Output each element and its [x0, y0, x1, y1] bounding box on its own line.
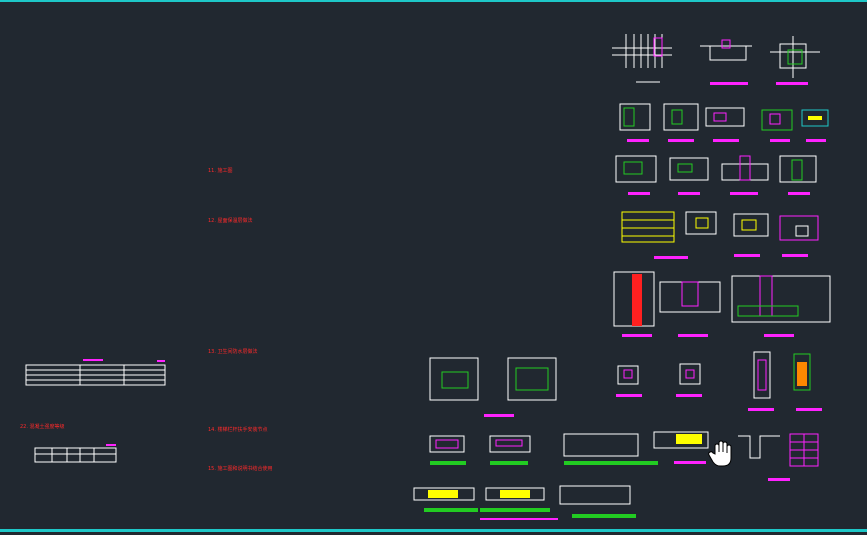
- hand-pan-icon: [708, 440, 732, 467]
- viewport-bottom-border: [0, 529, 867, 532]
- note-item: 11. 施工图: [208, 168, 233, 174]
- schedule-table-2: [34, 444, 117, 463]
- note-item: 22. 混凝土强度等级: [20, 424, 65, 430]
- note-item: 14. 楼梯栏杆扶手安装节点: [208, 427, 268, 433]
- note-item: 15. 施工图和说明书结合使用: [208, 466, 273, 472]
- schedule-table-1: [25, 359, 166, 386]
- note-item: 13. 卫生间防水层做法: [208, 349, 258, 355]
- detail-group-row-4: [621, 211, 819, 259]
- note-item: 12. 屋面保温层做法: [208, 218, 253, 224]
- detail-group-row-6: [429, 351, 822, 417]
- viewport-top-border: [0, 0, 867, 2]
- detail-group-row-7: [429, 431, 819, 481]
- detail-group-row-2: [619, 103, 829, 142]
- detail-group-row-5: [613, 271, 831, 337]
- detail-group-row-1: [612, 34, 820, 85]
- detail-group-row-8: [413, 485, 636, 520]
- detail-group-row-3: [615, 155, 817, 195]
